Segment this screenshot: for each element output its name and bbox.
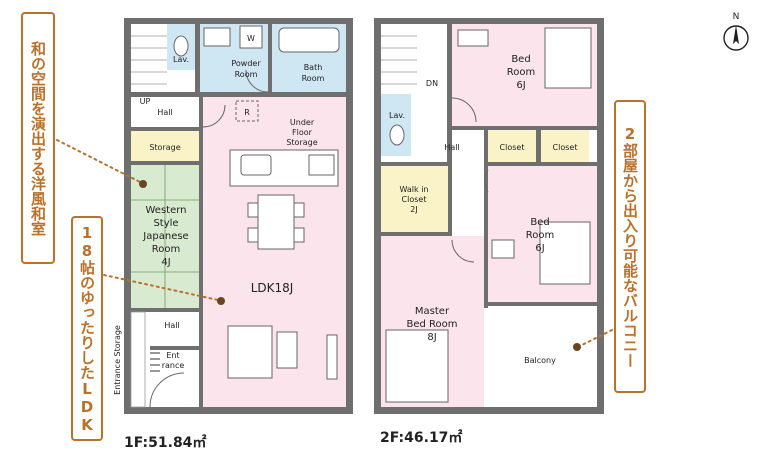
bed-room-top-label-2: Room xyxy=(507,67,535,78)
floor2-hall-label: Hall xyxy=(444,143,459,152)
walk-in-closet-label-1: Walk in xyxy=(400,185,429,194)
floor2-lav-label: Lav. xyxy=(389,111,405,120)
bed-top xyxy=(544,27,592,89)
western-japanese-label-2: Style xyxy=(153,218,178,229)
floor1-stairs xyxy=(131,24,167,94)
entrance-storage-label: Entrance Storage xyxy=(113,325,122,395)
floor2-closet-2 xyxy=(541,130,589,162)
floor2-area-label: 2F:46.17㎡ xyxy=(380,429,462,446)
floor1-storage xyxy=(131,131,199,161)
bed-room-top-label-3: 6J xyxy=(516,80,525,91)
callout-leaders xyxy=(56,139,613,351)
floor2-closet-1 xyxy=(488,130,536,162)
floor1-hall xyxy=(131,97,199,127)
compass-icon: N xyxy=(723,12,749,51)
entrance-label-2: rance xyxy=(162,361,185,370)
fridge-label: R xyxy=(244,108,250,117)
floor2-balcony xyxy=(488,306,597,407)
bed-master xyxy=(385,329,449,403)
walk-in-closet-label-2: Closet xyxy=(402,195,427,204)
floor1-storage-label: Storage xyxy=(149,143,180,152)
floor1-lav-label: Lav. xyxy=(173,55,189,64)
master-bed-room-label-3: 8J xyxy=(427,332,436,343)
western-japanese-label-5: 4J xyxy=(161,257,170,268)
entrance-door-swing xyxy=(149,372,185,408)
dining-table xyxy=(257,194,295,250)
floor1-hall2-label: Hall xyxy=(164,321,179,330)
bed-room-top-label-1: Bed xyxy=(511,54,530,65)
western-japanese-label-4: Room xyxy=(152,244,180,255)
entrance-label-1: Ent xyxy=(166,351,179,360)
kitchen-stove xyxy=(308,154,335,176)
bathtub xyxy=(278,27,340,53)
floor1-ldk xyxy=(203,97,346,407)
floor1-area-label: 1F:51.84㎡ xyxy=(124,434,206,451)
western-japanese-label-3: Japanese xyxy=(142,231,188,242)
powder-room-label-2: Room xyxy=(235,70,258,79)
closet-1-label: Closet xyxy=(500,143,525,152)
compass-north-label: N xyxy=(733,12,740,22)
master-bed-room-label-1: Master xyxy=(415,306,450,317)
under-floor-storage-label-3: Storage xyxy=(286,138,317,147)
master-bed-room-label-2: Bed Room xyxy=(406,319,457,330)
balcony-label: Balcony xyxy=(524,356,556,365)
under-floor-storage-label-1: Under xyxy=(290,118,315,127)
walk-in-closet-label-3: 2J xyxy=(410,205,417,214)
floor1-hall-label: Hall xyxy=(157,108,172,117)
ldk-label: LDK18J xyxy=(251,281,294,295)
sofa xyxy=(227,325,273,379)
bath-room-label-2: Room xyxy=(302,74,325,83)
floor2-walk-in-closet xyxy=(381,166,448,232)
under-floor-storage-label-2: Floor xyxy=(292,128,313,137)
floor-1: Lav. W Powder Room Bath Room UP Hall R U… xyxy=(113,18,353,451)
tv-stand xyxy=(326,334,338,380)
floor2-dn-label: DN xyxy=(426,79,438,88)
coffee-table xyxy=(276,331,298,369)
powder-room-label-1: Powder xyxy=(231,59,261,68)
western-japanese-label-1: Western xyxy=(145,205,186,216)
bath-room-label-1: Bath xyxy=(304,63,323,72)
floor2-stairs xyxy=(381,24,417,94)
bed-room-mid-label-3: 6J xyxy=(535,243,544,254)
kitchen-sink xyxy=(240,154,272,176)
callout-ldk: 18帖のゆったりしたLDK xyxy=(71,216,103,441)
bed-room-mid-label-2: Room xyxy=(526,230,554,241)
washer-label: W xyxy=(247,34,255,43)
floor1-up-label: UP xyxy=(140,97,151,106)
north-compass: N xyxy=(720,8,752,56)
floor-2: DN Lav. Hall Bed Room 6J Closet Closet W… xyxy=(374,18,604,446)
washer-box xyxy=(239,25,263,49)
closet-2-label: Closet xyxy=(553,143,578,152)
callout-balcony: 2部屋から出入り可能なバルコニー xyxy=(614,100,646,393)
bed-mid xyxy=(539,221,591,285)
bed-room-mid-label-1: Bed xyxy=(530,217,549,228)
callout-western-japanese-room: 和の空間を演出する洋風和室 xyxy=(21,12,55,264)
